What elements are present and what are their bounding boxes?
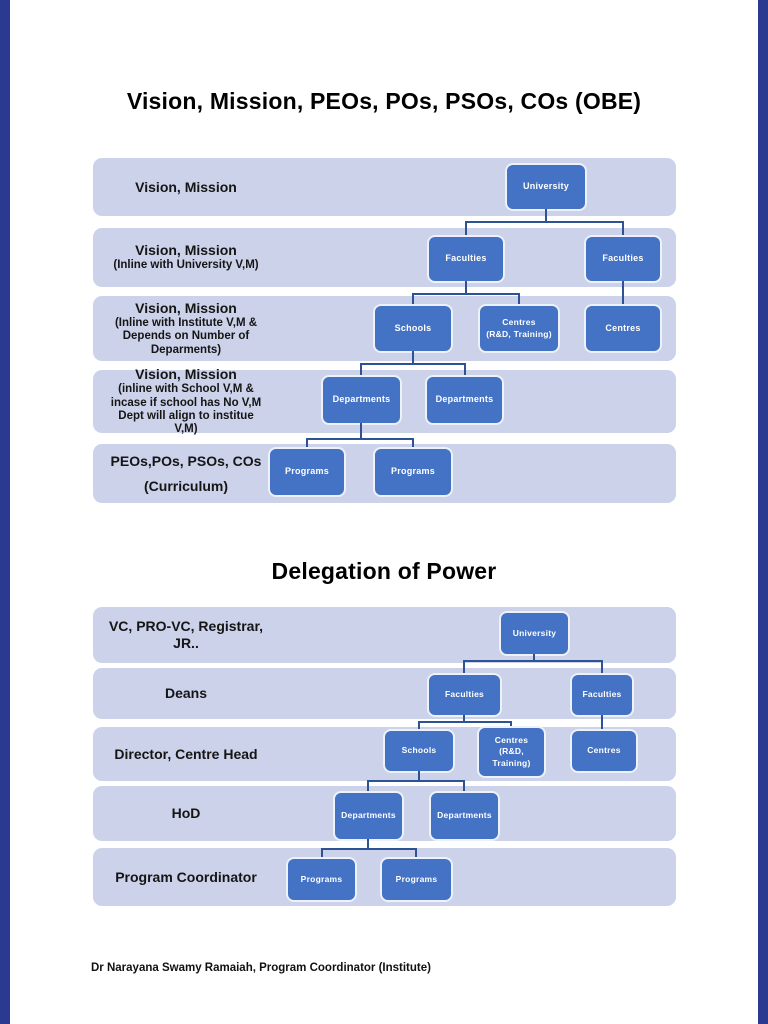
- connector-line: [360, 363, 466, 365]
- obe-row-label: Vision, Mission (inline with School V,M …: [95, 366, 277, 436]
- connector-line: [465, 221, 624, 223]
- connector-line: [367, 780, 369, 791]
- row-label-main: HoD: [171, 805, 201, 822]
- delegation-title: Delegation of Power: [271, 558, 497, 584]
- row-label-main: PEOs,POs, PSOs, COs: [110, 452, 262, 469]
- connector-line: [306, 438, 414, 440]
- connector-line: [533, 654, 535, 662]
- connector-line: [463, 715, 465, 723]
- connector-line: [518, 293, 520, 304]
- del-row-label: HoD: [95, 786, 277, 841]
- connector-line: [412, 293, 520, 295]
- row-label-sub: (inline with School V,M &: [118, 383, 254, 396]
- org-box-departments-left: Departments: [333, 791, 404, 841]
- connector-line: [463, 780, 465, 791]
- connector-line: [622, 281, 624, 304]
- obe-band-faculties: Vision, Mission (Inline with University …: [93, 228, 676, 287]
- connector-line: [465, 221, 467, 235]
- org-box-centres-rd: Centres (R&D, Training): [478, 304, 560, 353]
- connector-line: [415, 848, 417, 857]
- connector-line: [418, 771, 420, 782]
- connector-line: [360, 423, 362, 440]
- connector-line: [306, 438, 308, 447]
- row-label-main: Program Coordinator: [115, 868, 257, 885]
- row-label-sub: Dept will align to institue: [118, 409, 254, 422]
- row-label-main: Vision, Mission: [135, 178, 237, 195]
- connector-line: [418, 721, 512, 723]
- org-box-centres-rd: Centres (R&D, Training): [477, 726, 546, 778]
- connector-line: [463, 660, 603, 662]
- org-box-faculties-left: Faculties: [427, 235, 505, 283]
- row-label-main: Vision, Mission: [135, 242, 237, 259]
- org-box-programs-right: Programs: [373, 447, 453, 497]
- row-label-main: (Curriculum): [144, 477, 228, 494]
- obe-row-label: Vision, Mission (Inline with Institute V…: [95, 296, 277, 361]
- obe-row-label: Vision, Mission (Inline with University …: [95, 228, 277, 287]
- obe-title: Vision, Mission, PEOs, POs, PSOs, COs (O…: [126, 88, 642, 114]
- connector-line: [545, 209, 547, 223]
- row-label-sub: Depends on Number of: [122, 330, 250, 343]
- connector-line: [412, 438, 414, 447]
- del-band-university: VC, PRO-VC, Registrar, JR..: [93, 607, 676, 663]
- connector-line: [412, 351, 414, 365]
- connector-line: [464, 363, 466, 375]
- org-box-programs-left: Programs: [268, 447, 346, 497]
- connector-line: [321, 848, 417, 850]
- connector-line: [367, 780, 465, 782]
- obe-band-schools: Vision, Mission (Inline with Institute V…: [93, 296, 676, 361]
- connector-line: [622, 221, 624, 235]
- connector-line: [367, 839, 369, 850]
- connector-line: [465, 281, 467, 295]
- org-box-faculties-right: Faculties: [570, 673, 634, 717]
- page-right-margin-bar: [758, 0, 768, 1024]
- org-box-departments-right: Departments: [429, 791, 500, 841]
- obe-row-label: Vision, Mission: [95, 158, 277, 216]
- org-box-centres: Centres: [570, 729, 638, 773]
- author-credit: Dr Narayana Swamy Ramaiah, Program Coord…: [91, 962, 431, 974]
- connector-line: [463, 660, 465, 673]
- org-box-faculties-right: Faculties: [584, 235, 662, 283]
- row-label-main: Director, Centre Head: [114, 745, 258, 762]
- obe-band-university: Vision, Mission: [93, 158, 676, 216]
- org-box-centres: Centres: [584, 304, 662, 353]
- org-box-schools: Schools: [373, 304, 453, 353]
- row-label-main: Vision, Mission: [135, 300, 237, 317]
- del-row-label: Program Coordinator: [95, 848, 277, 906]
- connector-line: [360, 363, 362, 375]
- org-box-programs-right: Programs: [380, 857, 453, 902]
- row-label-sub: V,M): [174, 423, 198, 436]
- page-left-margin-bar: [0, 0, 10, 1024]
- del-row-label: VC, PRO-VC, Registrar, JR..: [95, 607, 277, 663]
- obe-row-label: PEOs,POs, PSOs, COs (Curriculum): [95, 444, 277, 503]
- org-box-faculties-left: Faculties: [427, 673, 502, 717]
- row-label-main: Deans: [164, 685, 208, 702]
- row-label-sub: (Inline with Institute V,M &: [114, 316, 258, 329]
- org-box-departments-left: Departments: [321, 375, 402, 425]
- row-label-sub: incase if school has No V,M: [110, 396, 262, 409]
- org-box-schools: Schools: [383, 729, 455, 773]
- row-label-main: Vision, Mission: [135, 366, 237, 383]
- connector-line: [601, 660, 603, 673]
- org-box-departments-right: Departments: [425, 375, 504, 425]
- org-box-university: University: [499, 611, 570, 656]
- row-label-main: VC, PRO-VC, Registrar, JR..: [108, 618, 264, 651]
- connector-line: [601, 715, 603, 729]
- row-label-sub: (Inline with University V,M): [113, 259, 259, 272]
- connector-line: [510, 721, 512, 726]
- connector-line: [412, 293, 414, 304]
- del-row-label: Director, Centre Head: [95, 727, 277, 781]
- connector-line: [418, 721, 420, 729]
- org-box-university: University: [505, 163, 587, 211]
- del-row-label: Deans: [95, 668, 277, 719]
- row-label-sub: Deparments): [150, 343, 222, 356]
- org-box-programs-left: Programs: [286, 857, 357, 902]
- connector-line: [321, 848, 323, 857]
